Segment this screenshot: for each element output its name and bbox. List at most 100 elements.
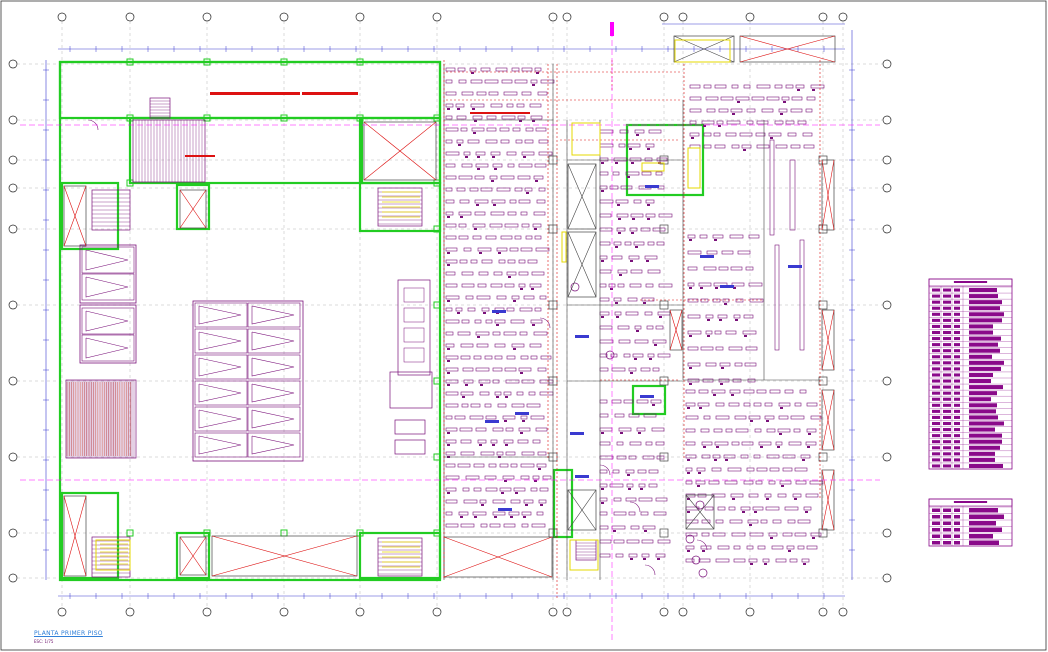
chair-mark	[523, 156, 526, 158]
desk-block	[803, 506, 812, 511]
desk-block	[506, 307, 515, 312]
chair-mark	[714, 459, 717, 461]
desk-block	[685, 480, 693, 485]
desk-block	[714, 84, 727, 89]
legend-cell	[954, 421, 960, 426]
chair-mark	[812, 537, 815, 539]
chair-mark	[703, 446, 706, 448]
chair-mark	[636, 134, 639, 136]
legend-text-bar	[969, 372, 993, 377]
desk-block	[702, 378, 714, 383]
desk-block	[785, 120, 795, 125]
desk-block	[698, 282, 712, 287]
desk-block	[626, 483, 634, 488]
chair-mark	[687, 511, 690, 513]
desk-block	[488, 91, 499, 96]
accent-layer	[20, 22, 880, 640]
desk-block	[445, 451, 456, 456]
desk-block	[457, 67, 466, 72]
desk-block	[616, 441, 624, 446]
desk-block	[531, 523, 546, 528]
legend-cell	[954, 318, 960, 322]
desk-block	[657, 353, 671, 358]
ramp-box	[194, 406, 248, 432]
desk-block	[735, 428, 749, 433]
blue-note-mark	[575, 475, 589, 478]
room-outline	[389, 371, 433, 409]
desk-block	[636, 427, 646, 432]
chair-mark	[492, 444, 495, 446]
desk-block	[781, 96, 790, 101]
desk-block	[613, 497, 622, 502]
chair-mark	[628, 488, 631, 490]
shaft-icon	[63, 185, 87, 247]
chair-mark	[477, 168, 480, 170]
desk-block	[478, 271, 489, 276]
shaft-cross	[567, 231, 597, 298]
desk-block	[748, 415, 761, 420]
desk-block	[753, 454, 761, 459]
desk-block	[749, 532, 764, 537]
desk-block	[645, 283, 654, 288]
desk-block	[752, 506, 764, 511]
desk-block	[490, 283, 503, 288]
cabinet-box	[403, 347, 425, 363]
legend-cell	[954, 515, 960, 519]
desk-block	[760, 519, 768, 524]
desk-block	[510, 499, 521, 504]
desk-block	[655, 325, 664, 330]
ramp-box	[194, 354, 248, 380]
chair-mark	[647, 218, 650, 220]
desk-block	[794, 467, 808, 472]
desk-block	[703, 144, 712, 149]
blue-note-mark	[700, 255, 714, 258]
desk-block	[748, 234, 760, 239]
desk-block	[445, 127, 459, 132]
desk-block	[535, 427, 548, 432]
chair-mark	[601, 162, 604, 164]
desk-block	[526, 403, 541, 408]
column-square	[203, 58, 211, 66]
desk-block	[810, 532, 822, 537]
desk-block	[469, 415, 484, 420]
desk-block	[506, 271, 517, 276]
desk-block	[619, 129, 629, 134]
desk-block	[455, 103, 465, 108]
desk-block	[474, 319, 482, 324]
desk-block	[499, 487, 512, 492]
desk-block	[805, 441, 817, 446]
desk-block	[518, 259, 526, 264]
desk-block	[618, 339, 631, 344]
desk-block	[542, 475, 552, 480]
desk-block	[701, 519, 711, 524]
shaft-cross	[63, 495, 87, 577]
chair-mark	[732, 113, 735, 115]
shaft-icon	[669, 309, 683, 351]
room-outline	[394, 439, 426, 455]
chair-mark	[534, 480, 537, 482]
desk-block	[461, 319, 470, 324]
red-beam	[210, 92, 300, 95]
legend-cell	[943, 324, 951, 328]
chair-mark	[615, 162, 618, 164]
desk-block	[445, 343, 455, 348]
legend-cell	[932, 521, 940, 525]
desk-block	[521, 379, 535, 384]
chair-mark	[643, 558, 646, 560]
desk-block	[475, 427, 487, 432]
desk-block	[484, 403, 492, 408]
chair-mark	[750, 563, 753, 565]
desk-block	[494, 355, 503, 360]
desk-block	[504, 283, 515, 288]
legend-cell	[954, 379, 960, 383]
blue-note-mark	[640, 395, 654, 398]
desk-block	[505, 427, 514, 432]
desk-block	[455, 307, 463, 312]
column-square	[356, 529, 364, 537]
legend-cell	[954, 349, 960, 353]
desk-block	[461, 403, 469, 408]
ramp-arrow	[85, 276, 129, 298]
desk-block	[797, 120, 807, 125]
desk-block	[782, 454, 796, 459]
round-fixture	[685, 534, 695, 544]
